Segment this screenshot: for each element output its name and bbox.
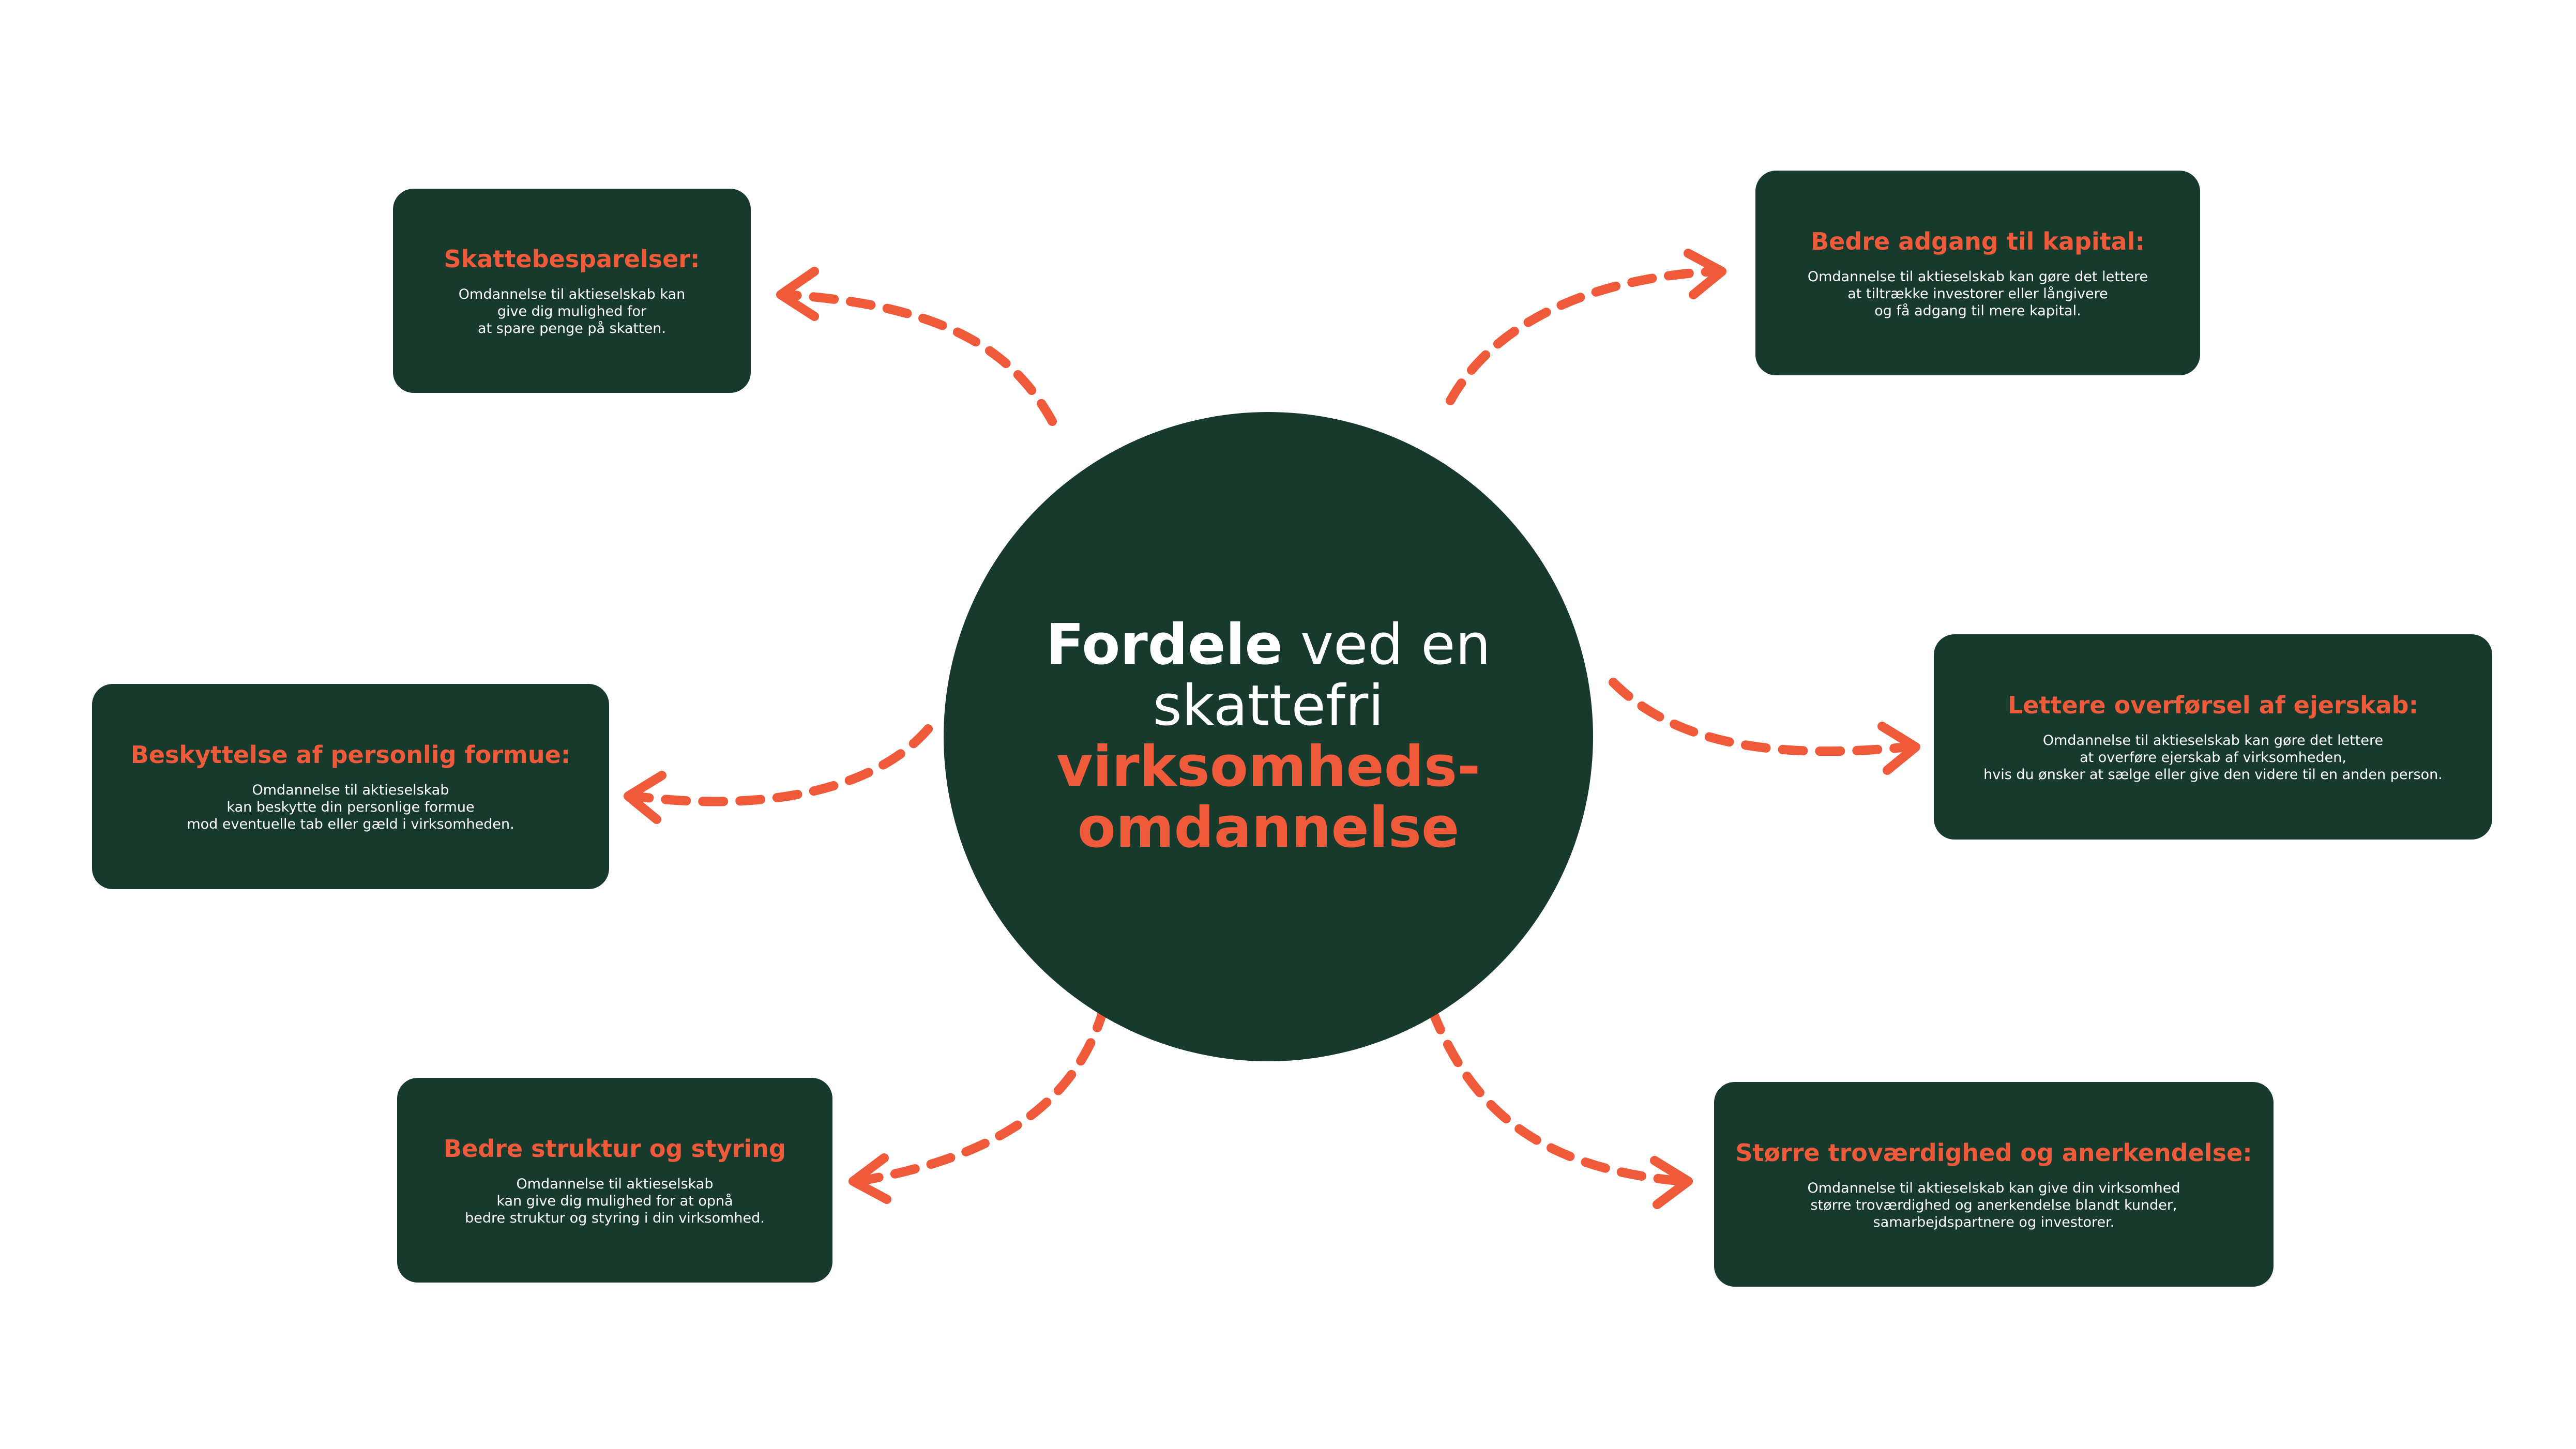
center-title-bold: Fordele bbox=[1045, 613, 1283, 677]
card-body-line: Omdannelse til aktieselskab bbox=[252, 782, 449, 798]
arrowhead-formue bbox=[624, 771, 666, 824]
card-body: Omdannelse til aktieselskab kan give dig… bbox=[459, 286, 685, 337]
benefit-card-skattebesparelser: Skattebesparelser: Omdannelse til akties… bbox=[393, 189, 751, 393]
card-body-line: give dig mulighed for bbox=[497, 303, 647, 319]
card-body: Omdannelse til aktieselskab kan give dig… bbox=[465, 1176, 765, 1227]
center-line-2: skattefri bbox=[1153, 674, 1384, 738]
arrow-to-skattebesparelser bbox=[781, 290, 1057, 426]
arrow-to-ejerskab bbox=[1609, 678, 1913, 756]
card-title: Beskyttelse af personlig formue: bbox=[130, 741, 571, 769]
card-body: Omdannelse til aktieselskab kan gøre det… bbox=[1808, 268, 2148, 319]
card-body-line: Omdannelse til aktieselskab kan gøre det… bbox=[1807, 268, 2148, 285]
benefit-card-ejerskab: Lettere overførsel af ejerskab: Omdannel… bbox=[1934, 634, 2492, 840]
card-title: Bedre adgang til kapital: bbox=[1811, 227, 2145, 255]
arrowhead-skattebesparelser bbox=[776, 267, 819, 321]
arrowhead-struktur bbox=[848, 1153, 891, 1204]
card-body-line: Omdannelse til aktieselskab kan bbox=[458, 286, 686, 302]
arrow-to-struktur bbox=[854, 1003, 1109, 1186]
card-body-line: hvis du ønsker at sælge eller give den v… bbox=[1983, 767, 2443, 783]
benefit-card-struktur: Bedre struktur og styring Omdannelse til… bbox=[397, 1078, 832, 1283]
card-body-line: Omdannelse til aktieselskab kan gøre det… bbox=[2042, 733, 2384, 749]
card-title: Skattebesparelser: bbox=[444, 245, 700, 273]
card-body: Omdannelse til aktieselskab kan beskytte… bbox=[187, 782, 514, 833]
arrowhead-ejerskab bbox=[1877, 722, 1920, 775]
card-title: Større troværdighed og anerkendelse: bbox=[1735, 1138, 2252, 1167]
arrow-to-formue bbox=[629, 724, 933, 806]
card-body: Omdannelse til aktieselskab kan give din… bbox=[1807, 1180, 2180, 1231]
arrowhead-kapital bbox=[1684, 249, 1726, 299]
card-body-line: kan beskytte din personlige formue bbox=[226, 799, 475, 815]
central-topic-circle: Fordele ved en skattefri virksomheds- om… bbox=[944, 412, 1593, 1061]
card-body-line: kan give dig mulighed for at opnå bbox=[496, 1193, 733, 1209]
card-body-line: mod eventuelle tab eller gæld i virksomh… bbox=[187, 816, 514, 832]
benefit-card-formue: Beskyttelse af personlig formue: Omdanne… bbox=[92, 684, 609, 889]
card-body-line: Omdannelse til aktieselskab kan give din… bbox=[1807, 1180, 2180, 1196]
card-body: Omdannelse til aktieselskab kan gøre det… bbox=[1983, 732, 2443, 783]
card-body-line: at spare penge på skatten. bbox=[478, 321, 666, 337]
arrow-to-trovaerdighed bbox=[1428, 1006, 1688, 1186]
card-body-line: større troværdighed og anerkendelse blan… bbox=[1810, 1197, 2177, 1213]
card-body-line: samarbejdspartnere og investorer. bbox=[1873, 1214, 2115, 1230]
card-body-line: og få adgang til mere kapital. bbox=[1874, 302, 2081, 319]
card-title: Bedre struktur og styring bbox=[444, 1134, 786, 1163]
center-line-4: omdannelse bbox=[1077, 796, 1460, 860]
benefit-card-kapital: Bedre adgang til kapital: Omdannelse til… bbox=[1755, 171, 2200, 375]
center-line-3: virksomheds- bbox=[1056, 735, 1481, 799]
card-body-line: bedre struktur og styring i din virksomh… bbox=[465, 1210, 765, 1226]
arrowhead-trovaerdighed bbox=[1650, 1156, 1693, 1209]
arrow-to-kapital bbox=[1446, 267, 1719, 405]
card-body-line: Omdannelse til aktieselskab bbox=[516, 1176, 714, 1192]
center-line-1: Fordele ved en bbox=[1046, 615, 1491, 676]
card-body-line: at tiltrække investorer eller långivere bbox=[1847, 285, 2108, 302]
card-title: Lettere overførsel af ejerskab: bbox=[2008, 691, 2418, 719]
center-title-light: ved en bbox=[1300, 613, 1491, 677]
benefit-card-trovaerdighed: Større troværdighed og anerkendelse: Omd… bbox=[1714, 1082, 2274, 1287]
card-body-line: at overføre ejerskab af virksomheden, bbox=[2080, 750, 2346, 766]
